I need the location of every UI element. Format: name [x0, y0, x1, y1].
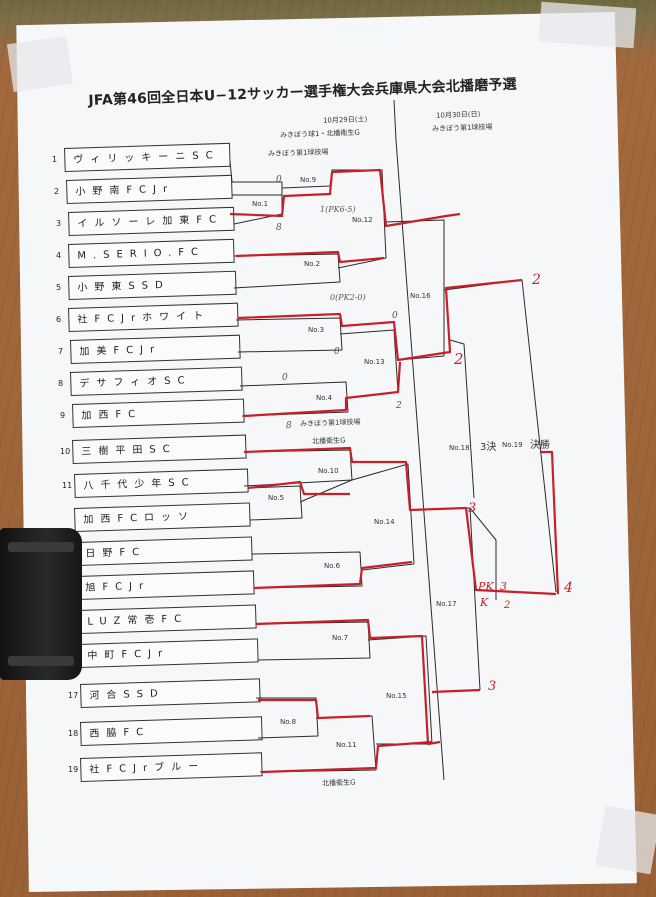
handwritten-mark: 2	[503, 600, 510, 611]
bracket-line	[337, 257, 387, 269]
winner-marker-line	[253, 560, 413, 590]
handwritten-mark: 0	[334, 347, 340, 357]
clip-band-top	[8, 542, 74, 552]
handwritten-mark: 0	[392, 311, 398, 321]
clip-band-bottom	[8, 656, 74, 666]
bracket-line	[259, 715, 377, 773]
match-label: No.14	[374, 518, 395, 526]
handwritten-mark: 2	[531, 272, 541, 288]
bracket-line	[255, 621, 371, 661]
handwritten-mark: 3	[488, 679, 496, 694]
match-label: No.2	[304, 260, 321, 268]
handwritten-mark: 2	[453, 350, 464, 368]
match-label: No.13	[364, 358, 385, 366]
team-seed: 2	[54, 187, 60, 196]
team-seed: 9	[60, 411, 66, 420]
match-label: No.10	[318, 467, 339, 475]
team-seed: 7	[58, 347, 64, 356]
team-seed: 4	[56, 251, 62, 260]
bracket-line	[247, 485, 303, 521]
match-label: No.12	[352, 216, 373, 224]
team-seed: 3	[56, 219, 62, 228]
winner-marker-line	[258, 698, 371, 720]
match-label: No.1	[252, 200, 269, 208]
bracket-line	[243, 449, 353, 487]
winner-marker-line	[229, 168, 461, 228]
match-label: No.15	[386, 692, 407, 700]
handwritten-mark: 3	[468, 501, 476, 516]
bracket-line	[361, 563, 415, 571]
team-seed: 19	[68, 765, 79, 774]
bracket-line	[393, 99, 445, 781]
bracket-line	[281, 169, 387, 259]
match-label: No.19	[502, 441, 523, 449]
team-seed: 5	[56, 283, 62, 292]
bracket-line	[251, 551, 363, 589]
team-seed: 17	[68, 691, 79, 700]
winner-marker-line	[235, 250, 385, 264]
team-seed: 11	[62, 481, 73, 490]
bracket-line	[233, 253, 341, 289]
winner-marker-line	[237, 278, 523, 362]
team-seed: 18	[68, 729, 79, 738]
handwritten-mark: 0	[282, 373, 288, 383]
winner-marker-line	[247, 480, 350, 496]
handwritten-mark: 8	[286, 421, 292, 431]
bracket-line	[339, 329, 399, 393]
match-label: No.16	[410, 292, 431, 300]
bracket-line	[256, 697, 319, 739]
match-label: No.9	[300, 176, 317, 184]
handwritten-mark: 0	[276, 175, 282, 185]
bracket-line	[229, 160, 283, 214]
bracket-line	[367, 635, 433, 745]
winner-marker-line	[255, 618, 441, 746]
handwritten-mark: 4	[563, 580, 573, 596]
winner-marker-line	[243, 446, 557, 596]
bracket-line	[235, 317, 343, 353]
match-label: No.4	[316, 394, 333, 402]
winner-marker-line	[261, 740, 433, 774]
bracket-line	[385, 219, 445, 356]
handwritten-mark: K	[479, 596, 489, 609]
match-label: No.7	[332, 634, 349, 642]
team-seed: 6	[56, 315, 62, 324]
match-label: No.8	[280, 718, 297, 726]
bracket-line	[299, 463, 415, 565]
team-seed: 8	[58, 379, 64, 388]
match-label: No.5	[268, 494, 285, 502]
handwritten-mark: 1(PK6-5)	[320, 205, 356, 214]
label-third-place: 3決	[480, 442, 497, 453]
winner-marker-line	[243, 361, 402, 418]
bracket-line	[469, 507, 497, 600]
handwritten-mark: PK	[477, 580, 494, 593]
team-seed: 1	[52, 155, 58, 164]
match-label: No.11	[336, 741, 357, 749]
handwritten-mark: 8	[276, 223, 282, 233]
match-label: No.3	[308, 326, 325, 334]
bracket-line	[449, 339, 475, 499]
team-seed: 10	[60, 447, 71, 456]
bracket-line	[443, 279, 557, 593]
match-label: No.17	[436, 600, 457, 608]
match-label: No.6	[324, 562, 341, 570]
handwritten-mark: 0(PK2-0)	[330, 293, 366, 302]
match-label: No.18	[449, 444, 470, 452]
winner-marker-line	[540, 450, 560, 595]
handwritten-mark: 2	[395, 401, 402, 411]
winner-marker-line	[431, 688, 481, 694]
black-binder-clip	[0, 528, 82, 680]
handwritten-mark: 3	[500, 580, 507, 593]
